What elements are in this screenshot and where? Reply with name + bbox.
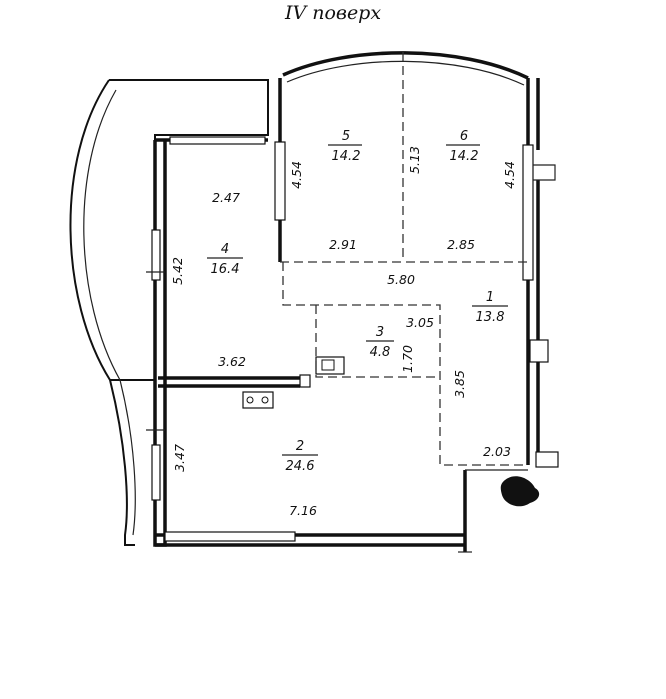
appliance-right [529, 339, 549, 363]
dim-room4-width: 2.47 [212, 190, 240, 205]
room-5-area: 14.2 [332, 149, 361, 164]
room-6-area: 14.2 [450, 149, 479, 164]
appliance-corner [535, 451, 559, 468]
dim-corridor-width: 5.80 [387, 272, 415, 287]
room-5-number: 5 [342, 129, 350, 144]
floor-title: IV поверх [284, 2, 382, 24]
balcony-inner-line [83, 89, 136, 536]
window-left-lower [151, 444, 161, 501]
entry-marker [500, 476, 540, 507]
window-room-2 [164, 531, 296, 542]
dim-room3-width: 3.05 [406, 315, 434, 330]
dim-room5-width: 2.91 [329, 237, 357, 252]
room-2-area: 24.6 [286, 459, 315, 474]
dim-room56-divider: 5.13 [407, 146, 422, 174]
dim-room2-width: 7.16 [289, 503, 317, 518]
dim-room6-width: 2.85 [447, 237, 475, 252]
balcony-outline [69, 79, 269, 546]
room-4-area: 16.4 [211, 262, 240, 277]
dim-room4-height: 5.42 [170, 257, 185, 285]
room-1-number: 1 [486, 290, 494, 305]
window-room-6 [522, 144, 534, 281]
room-4-number: 4 [221, 242, 229, 257]
stove-icon [242, 391, 274, 409]
room-2-number: 2 [296, 439, 304, 454]
dim-room6-height: 4.54 [502, 161, 517, 189]
door-4-5 [274, 141, 286, 221]
dim-room3-height: 1.70 [400, 345, 415, 373]
window-left-upper [151, 229, 161, 281]
bay-window-curve [282, 51, 529, 80]
room-3-number: 3 [376, 325, 384, 340]
dim-room2-height: 3.47 [172, 444, 187, 472]
dim-counter-width: 3.62 [218, 354, 246, 369]
window-room-4 [169, 136, 266, 145]
room-1-area: 13.8 [476, 310, 505, 325]
dim-room1-height: 3.85 [452, 370, 467, 398]
dim-room5-height: 4.54 [289, 161, 304, 189]
dim-entry-width: 2.03 [483, 444, 511, 459]
room-3-area: 4.8 [370, 345, 391, 360]
room-6-number: 6 [460, 129, 468, 144]
